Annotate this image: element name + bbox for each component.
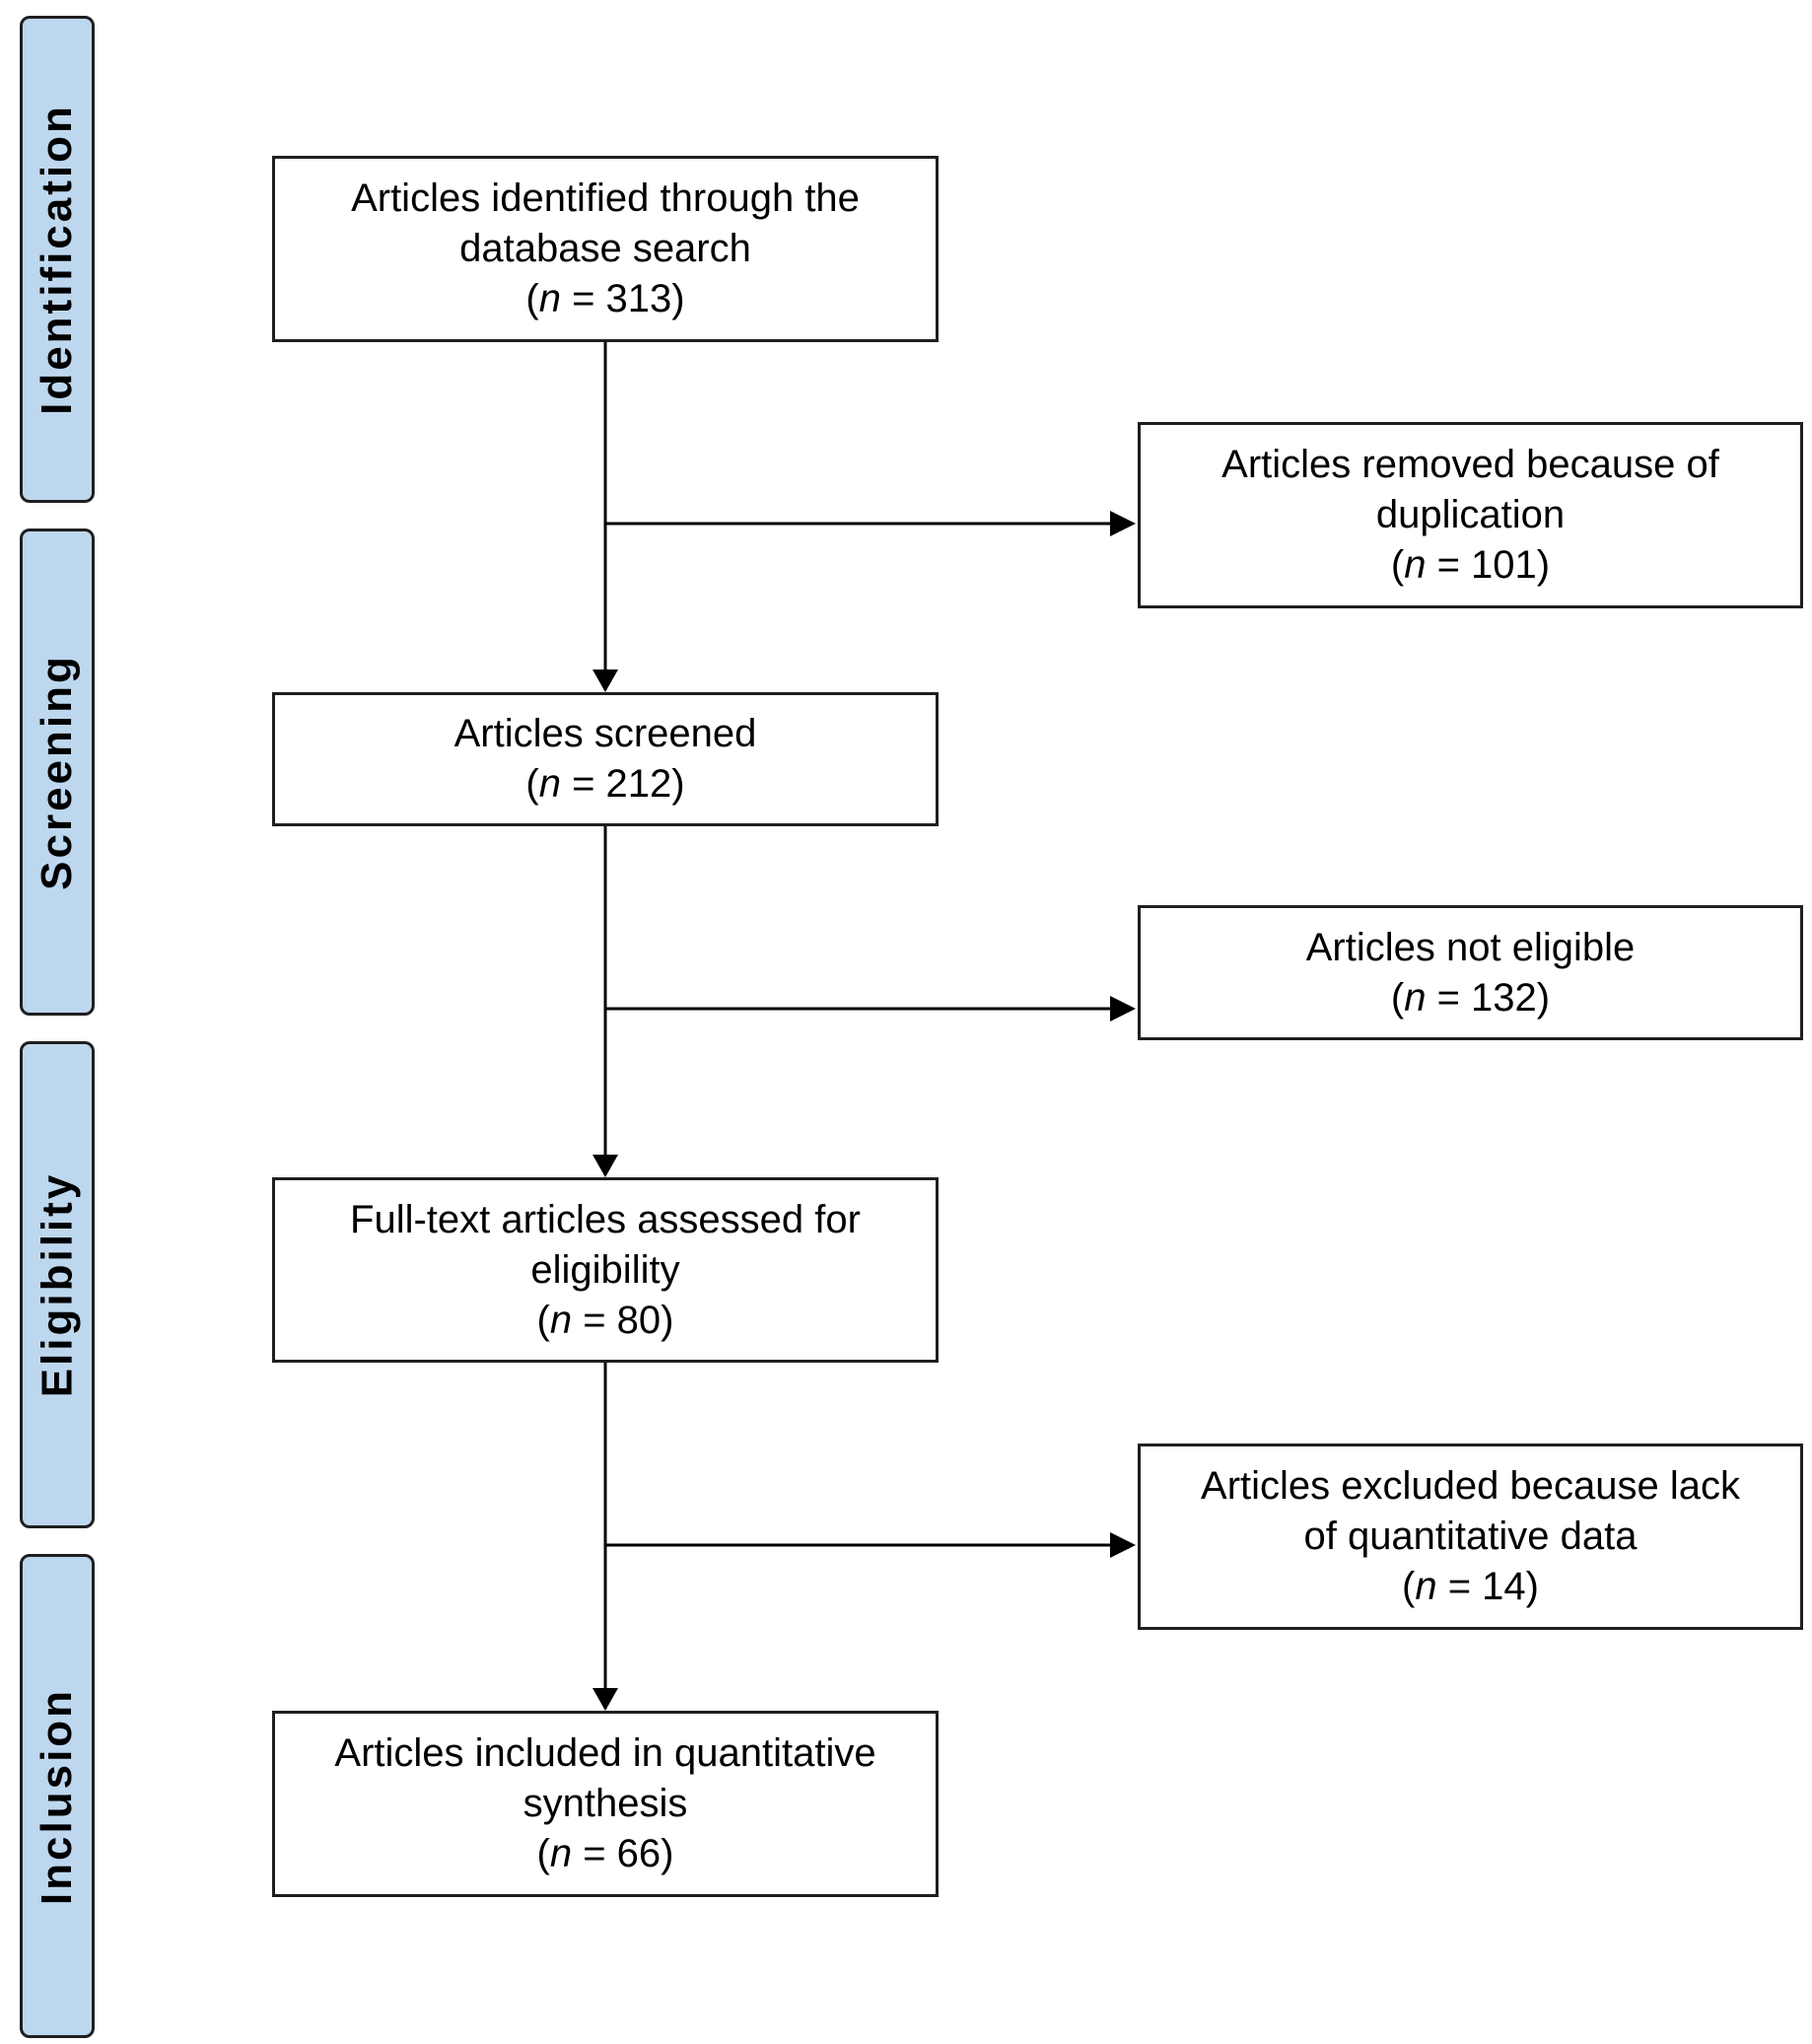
count-line: (n = 14) xyxy=(1402,1565,1539,1608)
box-fulltext: Full-text articles assessed for eligibil… xyxy=(272,1177,939,1363)
arrowhead-down-included xyxy=(592,1688,618,1711)
count-line: (n = 66) xyxy=(536,1832,674,1875)
box-text: Articles identified through the database… xyxy=(351,176,860,270)
n-symbol: n xyxy=(538,762,561,806)
count-value: = 313 xyxy=(560,277,672,320)
phase-screening: Screening xyxy=(20,529,95,1016)
n-symbol: n xyxy=(549,1298,573,1342)
n-symbol: n xyxy=(1404,543,1427,587)
n-symbol: n xyxy=(1415,1565,1437,1608)
arrowhead-down-fulltext xyxy=(592,1155,618,1177)
box-included: Articles included in quantitative synthe… xyxy=(272,1711,939,1897)
box-screened: Articles screened (n = 212) xyxy=(272,692,939,826)
count-line: (n = 132) xyxy=(1390,975,1551,1020)
arrowhead-right-duplicates xyxy=(1110,511,1136,536)
count-line: (n = 313) xyxy=(525,277,685,320)
box-text: Articles included in quantitative synthe… xyxy=(334,1731,876,1825)
box-not-eligible: Articles not eligible (n = 132) xyxy=(1138,905,1803,1040)
count-value: = 14 xyxy=(1436,1565,1526,1608)
count-value: = 101 xyxy=(1426,543,1537,587)
n-symbol: n xyxy=(538,277,561,320)
n-symbol: n xyxy=(549,1832,573,1875)
count-value: = 80 xyxy=(572,1298,662,1342)
phase-inclusion: Inclusion xyxy=(20,1554,95,2038)
box-duplicates: Articles removed because of duplication … xyxy=(1138,422,1803,608)
count-value: = 66 xyxy=(572,1832,662,1875)
count-line: (n = 212) xyxy=(525,762,685,806)
box-text: Articles screened xyxy=(453,712,757,755)
box-text: Articles excluded because lack of quanti… xyxy=(1201,1464,1740,1558)
arrowhead-down-screened xyxy=(592,670,618,692)
n-symbol: n xyxy=(1404,975,1427,1020)
phase-identification: Identification xyxy=(20,16,95,503)
box-identified: Articles identified through the database… xyxy=(272,156,939,342)
box-text: Articles removed because of duplication xyxy=(1221,443,1719,536)
count-line: (n = 80) xyxy=(536,1298,674,1342)
count-line: (n = 101) xyxy=(1390,543,1551,587)
arrowhead-right-excluded xyxy=(1110,1532,1136,1558)
box-excluded: Articles excluded because lack of quanti… xyxy=(1138,1444,1803,1630)
count-value: = 212 xyxy=(560,762,672,806)
count-value: = 132 xyxy=(1426,975,1537,1020)
box-text: Full-text articles assessed for eligibil… xyxy=(350,1197,861,1292)
phase-eligibility: Eligibility xyxy=(20,1041,95,1528)
arrowhead-right-not-eligible xyxy=(1110,996,1136,1022)
box-text: Articles not eligible xyxy=(1305,925,1636,969)
